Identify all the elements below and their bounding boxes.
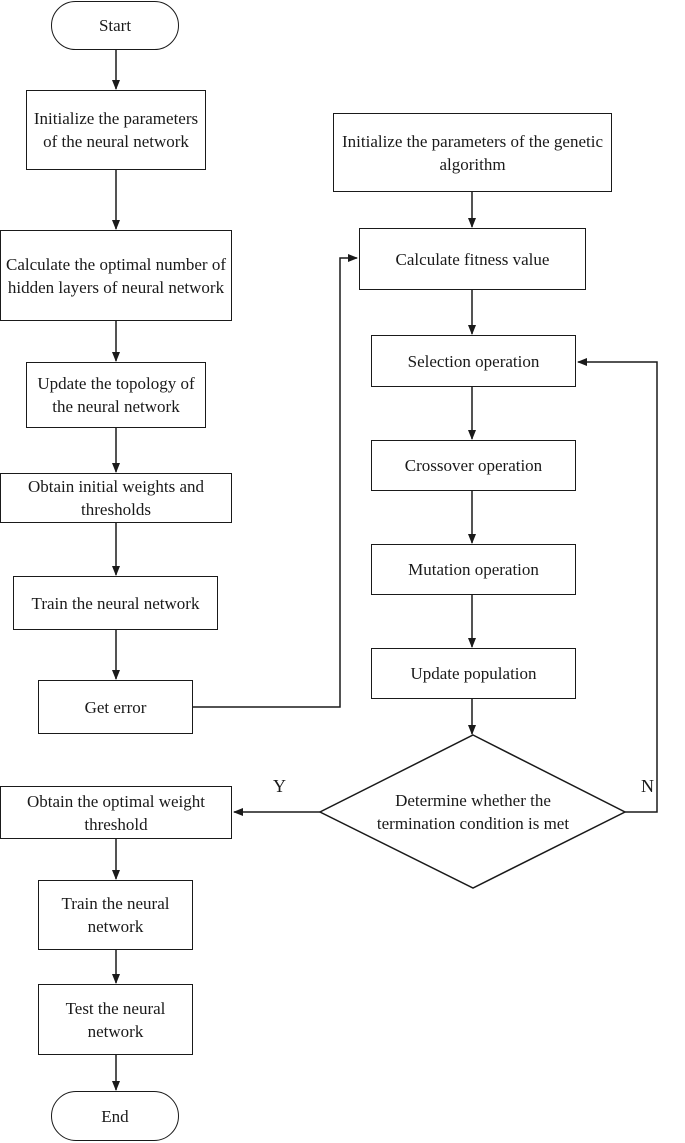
get-error-box: Get error xyxy=(38,680,193,734)
train-nn-box: Train the neural network xyxy=(13,576,218,630)
train-nn-final-box: Train the neural network xyxy=(38,880,193,950)
initial-weights-box: Obtain initial weights and thresholds xyxy=(0,473,232,523)
selection-box: Selection operation xyxy=(371,335,576,387)
yes-label: Y xyxy=(273,776,286,796)
mutation-box: Mutation operation xyxy=(371,544,576,595)
end-node: End xyxy=(51,1091,179,1141)
optimal-weight-box: Obtain the optimal weight threshold xyxy=(0,786,232,839)
init-nn-params-box: Initialize the parameters of the neural … xyxy=(26,90,206,170)
update-population-box: Update population xyxy=(371,648,576,699)
arrow-error-to-fitness xyxy=(193,254,358,708)
decision-diamond xyxy=(318,734,627,889)
test-nn-box: Test the neural network xyxy=(38,984,193,1055)
start-node: Start xyxy=(51,1,179,50)
update-topology-box: Update the topology of the neural networ… xyxy=(26,362,206,428)
init-ga-params-box: Initialize the parameters of the genetic… xyxy=(333,113,612,192)
crossover-box: Crossover operation xyxy=(371,440,576,491)
decision-text: Determine whether the termination condit… xyxy=(376,791,570,833)
calc-fitness-box: Calculate fitness value xyxy=(359,228,586,290)
calc-hidden-layers-box: Calculate the optimal number of hidden l… xyxy=(0,230,232,321)
arrow-decision-no-loop xyxy=(577,358,658,813)
no-label: N xyxy=(641,776,654,796)
